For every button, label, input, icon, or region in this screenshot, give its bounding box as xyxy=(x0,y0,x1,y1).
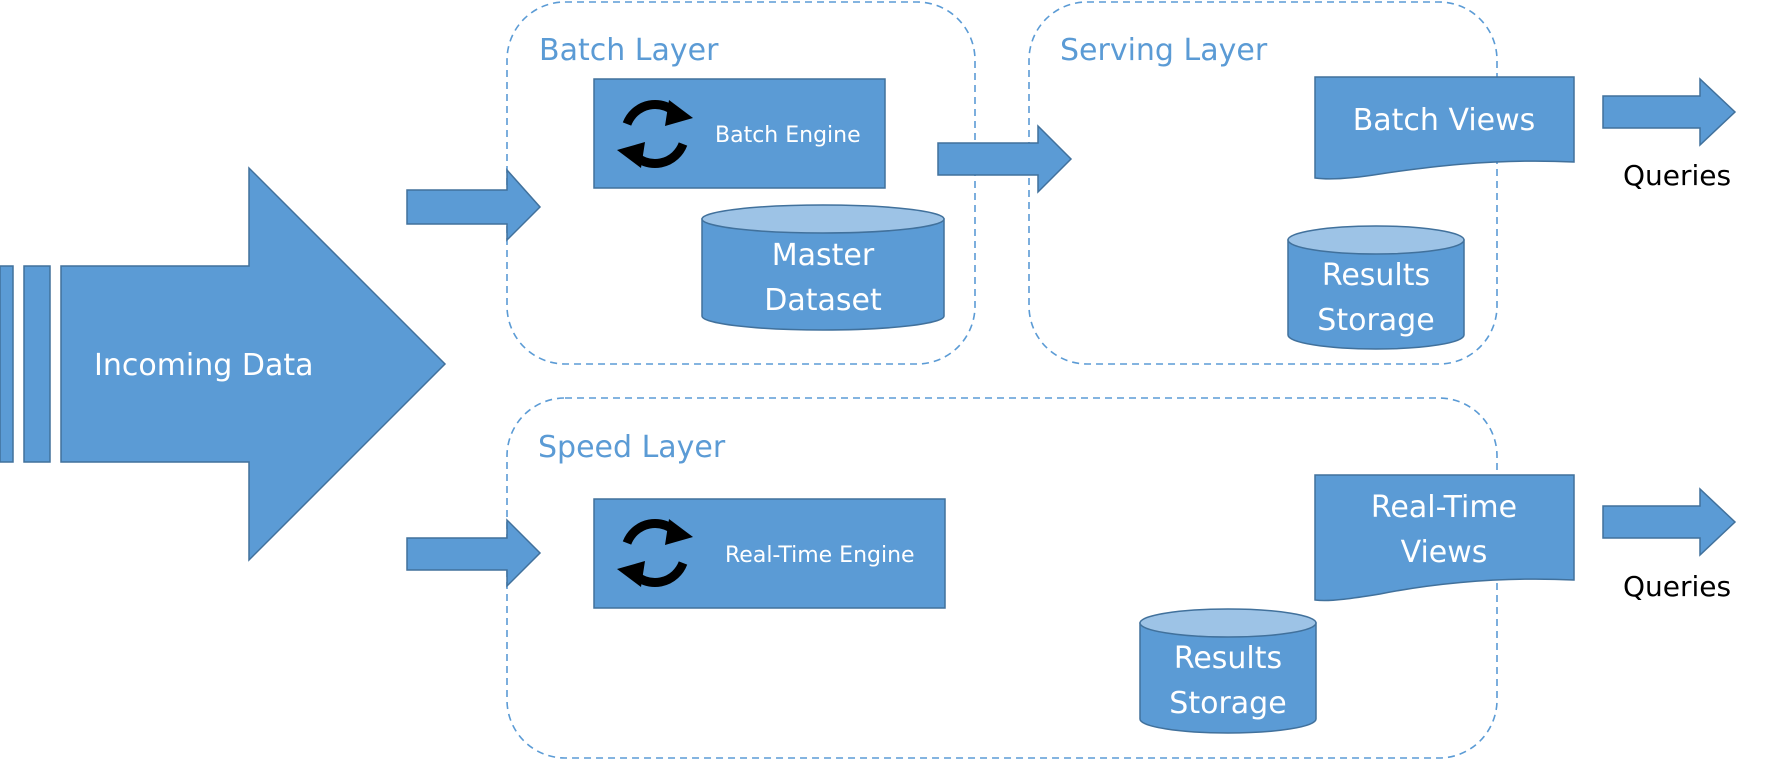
speed-results-storage-line1: Results xyxy=(1174,641,1282,676)
batch-layer-title: Batch Layer xyxy=(539,33,719,68)
serving-layer-container xyxy=(1028,1,1498,365)
batch-queries-label: Queries xyxy=(1623,159,1731,192)
batch-views-box xyxy=(1314,76,1575,180)
master-dataset-label-line2: Dataset xyxy=(764,283,882,318)
real-time-views-line1: Real-Time xyxy=(1371,490,1517,525)
speed-layer-title: Speed Layer xyxy=(538,430,726,465)
real-time-views-box xyxy=(1314,474,1575,602)
incoming-stripe-2 xyxy=(23,265,51,463)
arrow-to-speed-layer xyxy=(406,518,542,588)
incoming-stripe-1 xyxy=(0,265,14,463)
real-time-engine-label: Real-Time Engine xyxy=(725,543,915,568)
speed-results-storage-line2: Storage xyxy=(1169,686,1286,721)
incoming-data-arrow xyxy=(60,166,447,562)
incoming-data-label: Incoming Data xyxy=(94,348,314,383)
real-time-engine-box xyxy=(593,498,946,609)
real-time-queries-label: Queries xyxy=(1623,570,1731,603)
arrow-batch-queries xyxy=(1602,77,1737,147)
real-time-views-line2: Views xyxy=(1401,535,1488,570)
batch-engine-box xyxy=(593,78,886,189)
batch-views-label: Batch Views xyxy=(1353,103,1536,138)
serving-results-storage-line2: Storage xyxy=(1317,303,1434,338)
speed-results-storage-cylinder xyxy=(1139,608,1317,734)
master-dataset-label-line1: Master xyxy=(772,238,875,273)
master-dataset-cylinder xyxy=(701,204,945,331)
arrow-real-time-queries xyxy=(1602,487,1737,557)
serving-results-storage-line1: Results xyxy=(1322,258,1430,293)
batch-engine-label: Batch Engine xyxy=(715,123,861,148)
serving-layer-title: Serving Layer xyxy=(1060,33,1268,68)
arrow-to-batch-layer xyxy=(406,168,542,242)
arrow-batch-to-serving xyxy=(937,124,1073,194)
serving-results-storage-cylinder xyxy=(1287,225,1465,350)
